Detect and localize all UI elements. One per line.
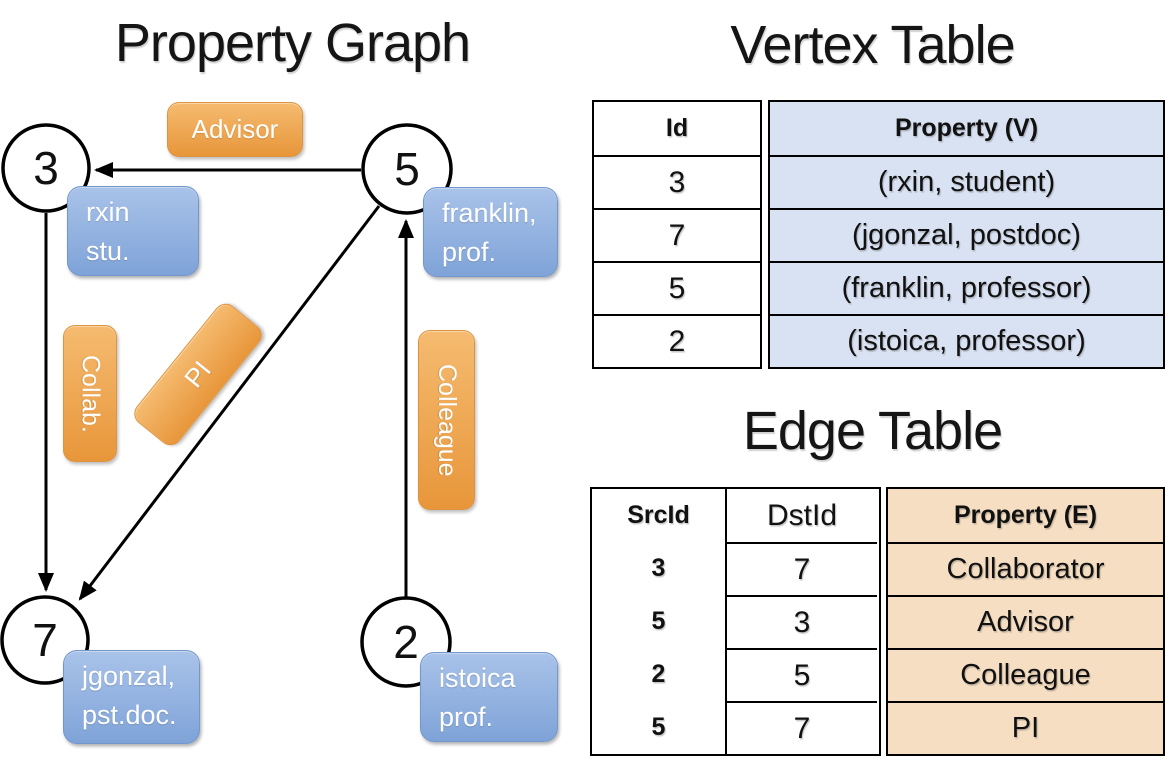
edge-label-collab: Collab.	[63, 325, 117, 462]
vertex-table-header-id: Id	[665, 114, 689, 142]
edge-table-cell: PI	[888, 701, 1163, 754]
vertex-table-cell: (istoica, professor)	[770, 314, 1163, 367]
node-label-3-line2: stu.	[86, 236, 130, 267]
edge-table-header-src: SrcId	[627, 501, 690, 529]
edge-table-cell: 5	[651, 713, 666, 741]
vertex-table-cell: (jgonzal, postdoc)	[770, 208, 1163, 261]
edge-table-id-columns: SrcId DstId 3 7 5 3 2 5 5 7	[590, 487, 881, 756]
node-id-5: 5	[394, 143, 420, 195]
node-label-7: jgonzal, pst.doc.	[63, 650, 200, 744]
edge-table-cell: 7	[725, 701, 877, 754]
edge-line-pi-5-to-7	[78, 205, 381, 601]
edge-table-cell: Advisor	[888, 595, 1163, 648]
vertex-table-cell: 2	[594, 314, 760, 367]
edge-table-cell: 2	[651, 660, 666, 688]
edge-table-header-dst: DstId	[725, 489, 877, 542]
node-label-2-line2: prof.	[439, 702, 494, 733]
vertex-table-cell: 7	[594, 208, 760, 261]
edge-table-property-column: Property (E) Collaborator Advisor Collea…	[886, 487, 1165, 756]
edge-table-cell: Collaborator	[888, 542, 1163, 595]
node-label-5-line1: franklin,	[442, 198, 537, 228]
vertex-table-cell: (rxin, student)	[770, 155, 1163, 208]
node-label-3: rxin stu.	[67, 186, 199, 276]
node-circle-3: 3	[1, 123, 91, 213]
node-label-5-line2: prof.	[442, 237, 497, 268]
vertex-table-cell: 5	[594, 261, 760, 314]
edge-table-cell: 3	[651, 554, 666, 582]
edge-table-title: Edge Table	[742, 401, 1003, 461]
edge-label-colleague: Colleague	[418, 330, 475, 510]
edge-table-cell: 5	[725, 648, 877, 701]
property-graph-title: Property Graph	[114, 13, 471, 73]
node-label-5: franklin, prof.	[423, 187, 558, 277]
node-id-3: 3	[33, 142, 59, 194]
vertex-table-id-column: Id 3 7 5 2	[592, 100, 762, 369]
node-label-3-line1: rxin	[86, 197, 130, 227]
edge-label-advisor: Advisor	[167, 102, 303, 157]
vertex-table-property-column: Property (V) (rxin, student) (jgonzal, p…	[768, 100, 1165, 369]
vertex-table-header-property: Property (V)	[894, 114, 1039, 142]
vertex-table-cell: (franklin, professor)	[770, 261, 1163, 314]
edge-table-cell: 3	[725, 595, 877, 648]
vertex-table-title: Vertex Table	[730, 15, 1015, 75]
node-label-2-line1: istoica	[439, 663, 516, 693]
edge-table-cell: 7	[725, 542, 877, 595]
node-label-7-line1: jgonzal,	[82, 661, 176, 691]
edge-table-header-property: Property (E)	[953, 501, 1098, 529]
edge-table-cell: Colleague	[888, 648, 1163, 701]
node-label-2: istoica prof.	[420, 652, 558, 742]
vertex-table-cell: 3	[594, 155, 760, 208]
node-id-7: 7	[32, 614, 58, 666]
edge-table-cell: 5	[651, 607, 666, 635]
node-id-2: 2	[393, 616, 419, 668]
node-label-7-line2: pst.doc.	[82, 700, 177, 731]
